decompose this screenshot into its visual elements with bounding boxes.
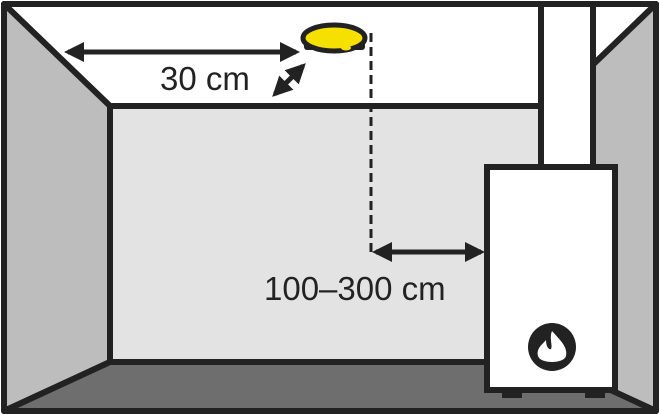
detector-led <box>341 45 351 51</box>
detector-body <box>300 22 368 54</box>
chimney-pipe <box>538 1 596 170</box>
ceiling-offset-arrow <box>272 63 306 97</box>
smoke-detector-icon <box>300 22 368 54</box>
boiler-heater-icon <box>484 164 618 398</box>
ceiling-distance-label: 30 cm <box>160 60 250 97</box>
flame-icon <box>537 331 567 362</box>
back-wall <box>107 103 553 365</box>
heater-distance-label: 100–300 cm <box>264 270 446 307</box>
